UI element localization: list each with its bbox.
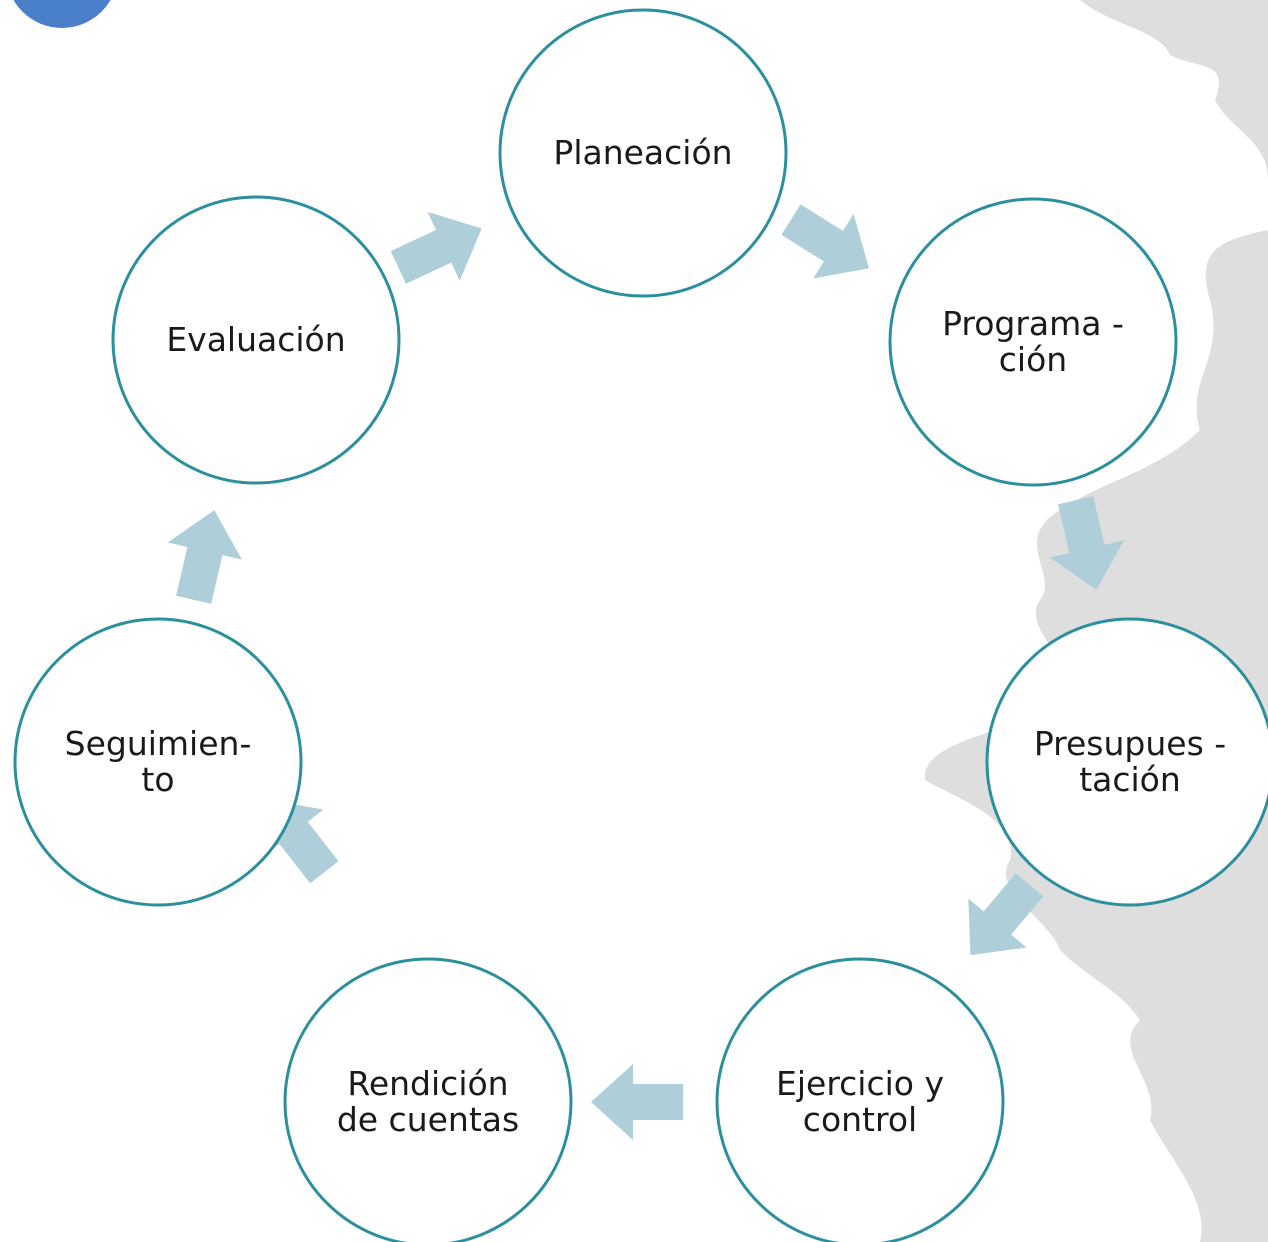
blue-circle-badge-icon	[13, 0, 111, 28]
flow-arrow-icon	[591, 1064, 683, 1140]
stage-circle-evaluacion	[111, 195, 401, 485]
stage-label-seguimiento: Seguimien- to	[64, 724, 252, 799]
stage-circle-ejercicio	[715, 957, 1005, 1242]
stage-label-presupuestacion: Presupues - tación	[1033, 724, 1227, 799]
stage-circle-rendicion	[283, 957, 573, 1242]
stage-label-ejercicio: Ejercicio y control	[776, 1064, 944, 1139]
gray-splash-shape	[1080, 0, 1268, 180]
stage-circle-programacion	[888, 197, 1178, 487]
stage-circles	[13, 8, 1268, 1242]
stage-circle-presupuestacion	[985, 617, 1268, 907]
stage-label-planeacion: Planeación	[553, 133, 733, 173]
flow-arrow-icon	[781, 204, 870, 279]
flow-arrow-icon	[1049, 496, 1124, 590]
stage-circle-seguimiento	[13, 617, 303, 907]
stage-label-programacion: Programa - ción	[942, 304, 1124, 379]
flow-arrow-icon	[968, 873, 1044, 956]
stage-label-evaluacion: Evaluación	[166, 320, 346, 360]
stage-label-rendicion: Rendición de cuentas	[336, 1064, 520, 1139]
flow-arrow-icon	[167, 510, 242, 604]
stage-circle-planeacion	[498, 8, 788, 298]
flow-arrow-icon	[390, 211, 482, 284]
